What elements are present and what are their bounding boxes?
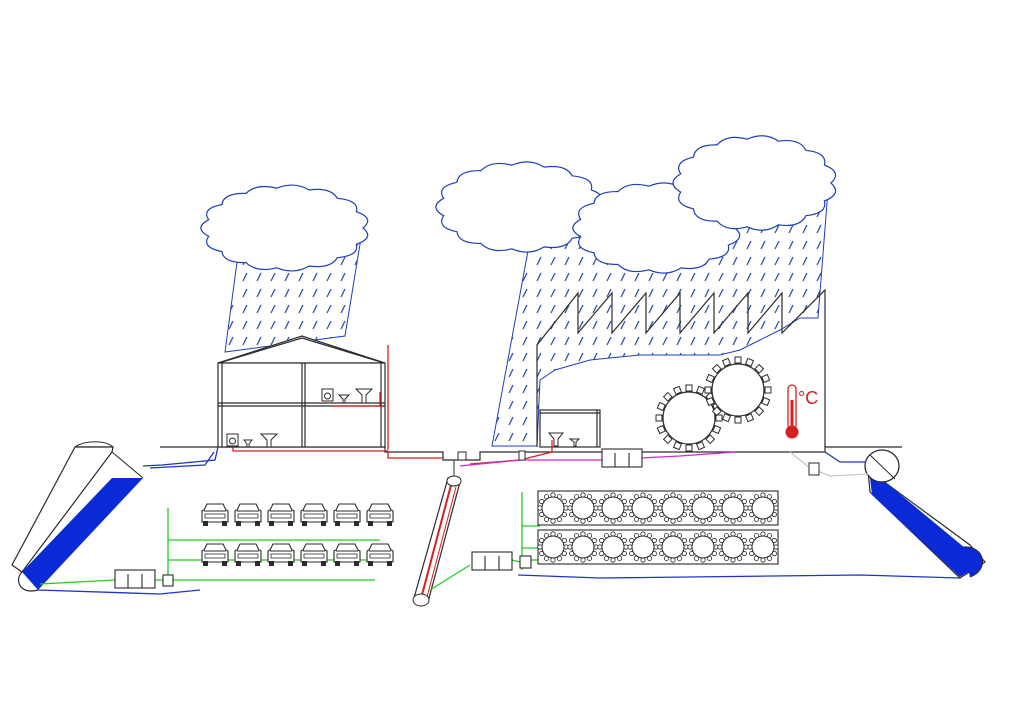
toilet-icon: [259, 433, 279, 448]
storage-tank-icon: [597, 492, 629, 524]
heat-exchanger-icon: [471, 551, 532, 571]
storage-tank-icon: [687, 492, 719, 524]
rainwater-collection-pipes: [37, 446, 961, 595]
car-icon: [234, 503, 262, 526]
storage-tank-icon: [747, 531, 779, 563]
storage-tank-icon: [627, 531, 659, 563]
clouds: [200, 135, 837, 274]
storage-tank-icon: [537, 492, 569, 524]
machinery: [655, 356, 772, 452]
storage-tank-icon: [717, 531, 749, 563]
sink-icon: [547, 432, 565, 447]
return-pipe: [789, 451, 869, 477]
washing-machine-icon: [226, 433, 239, 447]
geothermal-borehole: [412, 460, 462, 607]
storage-tank-icon: [657, 531, 689, 563]
cloud-icon: [435, 161, 604, 253]
cloud-icon: [672, 135, 837, 231]
storage-tank-icon: [567, 531, 599, 563]
thermometer-icon: °C: [785, 384, 818, 439]
car-icon: [300, 503, 328, 526]
ground-line: [75, 446, 902, 461]
sink-icon: [243, 439, 253, 448]
storage-tank-icon: [687, 531, 719, 563]
storage-tank-icon: [597, 531, 629, 563]
thermal-storage-bank: [537, 490, 779, 565]
car-icon: [300, 543, 328, 566]
valve-icon: [457, 450, 820, 476]
storage-tank-icon: [537, 531, 569, 563]
car-icon: [366, 503, 394, 526]
thermometer-unit-label: °C: [798, 388, 818, 408]
canal-left: [11, 441, 144, 592]
car-icon: [201, 543, 229, 566]
heat-exchanger-icon: [114, 569, 174, 589]
car-icon: [333, 543, 361, 566]
rain-right: [491, 189, 829, 447]
storage-tank-icon: [567, 492, 599, 524]
car-icon: [267, 503, 295, 526]
storage-tank-icon: [717, 492, 749, 524]
car-icon: [267, 543, 295, 566]
factory: [536, 288, 826, 448]
parking-garage: [201, 503, 394, 566]
canal-right: [864, 449, 986, 579]
house: [217, 335, 386, 448]
car-icon: [366, 543, 394, 566]
toilet-icon: [568, 438, 581, 447]
car-icon: [333, 503, 361, 526]
storage-tank-icon: [747, 492, 779, 524]
mixed-water-pipe: [459, 451, 736, 467]
storage-tank-icon: [657, 492, 689, 524]
car-icon: [201, 503, 229, 526]
cloud-icon: [200, 184, 369, 272]
washing-machine-icon: [321, 388, 334, 402]
gear-icon: [704, 356, 772, 424]
toilet-icon: [354, 388, 374, 404]
car-icon: [234, 543, 262, 566]
heat-exchanger-icon: [601, 448, 643, 468]
storage-tank-icon: [627, 492, 659, 524]
sink-icon: [337, 394, 351, 404]
